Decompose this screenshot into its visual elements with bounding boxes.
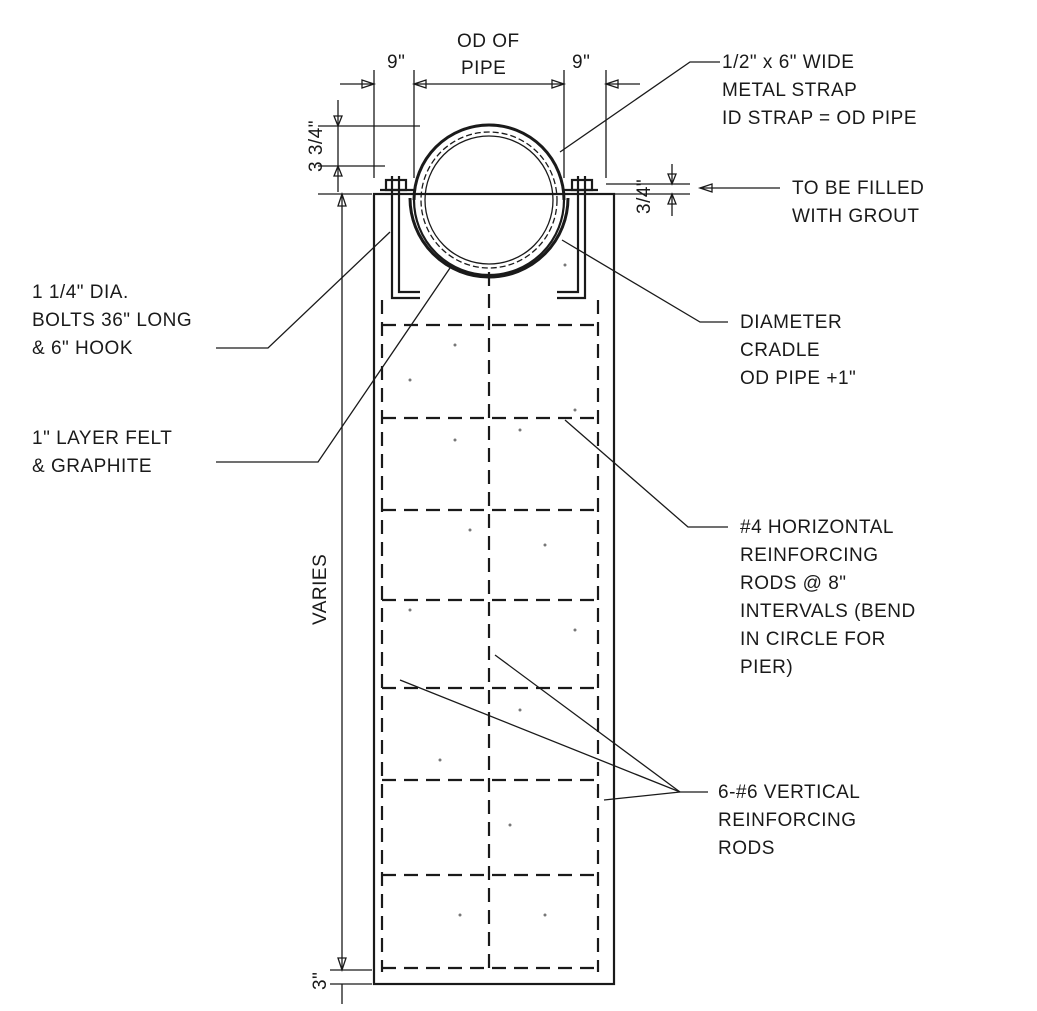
- vertical-reinforcing-rods: [380, 272, 600, 972]
- callout-hrods-line4: INTERVALS (BEND: [740, 601, 916, 622]
- callout-strap-line3: ID STRAP = OD PIPE: [722, 108, 917, 129]
- callout-hrods-line2: REINFORCING: [740, 545, 879, 566]
- dim-varies: VARIES: [310, 554, 331, 625]
- callout-bolts-line2: BOLTS 36" LONG: [32, 310, 192, 331]
- callout-hrods-line1: #4 HORIZONTAL: [740, 517, 894, 538]
- callout-strap-line2: METAL STRAP: [722, 80, 857, 101]
- cradle: [408, 197, 570, 279]
- anchor-bolts: [380, 176, 598, 300]
- dim-grout-height: 3/4": [634, 179, 655, 214]
- callout-hrods-line6: PIER): [740, 657, 793, 678]
- dim-od-line1: OD OF: [457, 31, 520, 52]
- callout-cradle-line3: OD PIPE +1": [740, 368, 856, 389]
- leader-lines: [216, 61, 780, 801]
- callout-hrods-line3: RODS @ 8": [740, 573, 847, 594]
- dim-top-height: 3 3/4": [306, 120, 327, 172]
- left-dimensions: [318, 100, 420, 1004]
- horizontal-reinforcing-rods: [382, 323, 598, 970]
- top-dimensions: [340, 70, 640, 178]
- concrete-texture: [408, 263, 577, 917]
- callout-cradle-line1: DIAMETER: [740, 312, 842, 333]
- callout-grout-line2: WITH GROUT: [792, 206, 919, 227]
- callout-felt-line1: 1" LAYER FELT: [32, 428, 172, 449]
- callout-hrods-line5: IN CIRCLE FOR: [740, 629, 886, 650]
- grout-dimension: [606, 164, 690, 216]
- dim-right-offset: 9": [572, 52, 590, 73]
- concrete-pier: [372, 192, 616, 986]
- dim-left-offset: 9": [387, 52, 405, 73]
- callout-bolts-line1: 1 1/4" DIA.: [32, 282, 129, 303]
- callout-vrods-line2: REINFORCING: [718, 810, 857, 831]
- callout-vrods-line1: 6-#6 VERTICAL: [718, 782, 860, 803]
- callout-vrods-line3: RODS: [718, 838, 775, 859]
- callout-bolts-line3: & 6" HOOK: [32, 338, 133, 359]
- callout-grout-line1: TO BE FILLED: [792, 178, 924, 199]
- dim-od-line2: PIPE: [461, 58, 506, 79]
- pipe: [408, 123, 570, 279]
- callout-felt-line2: & GRAPHITE: [32, 456, 152, 477]
- dim-bottom-cover: 3": [310, 972, 331, 990]
- callout-cradle-line2: CRADLE: [740, 340, 820, 361]
- callout-strap-line1: 1/2" x 6" WIDE: [722, 52, 854, 73]
